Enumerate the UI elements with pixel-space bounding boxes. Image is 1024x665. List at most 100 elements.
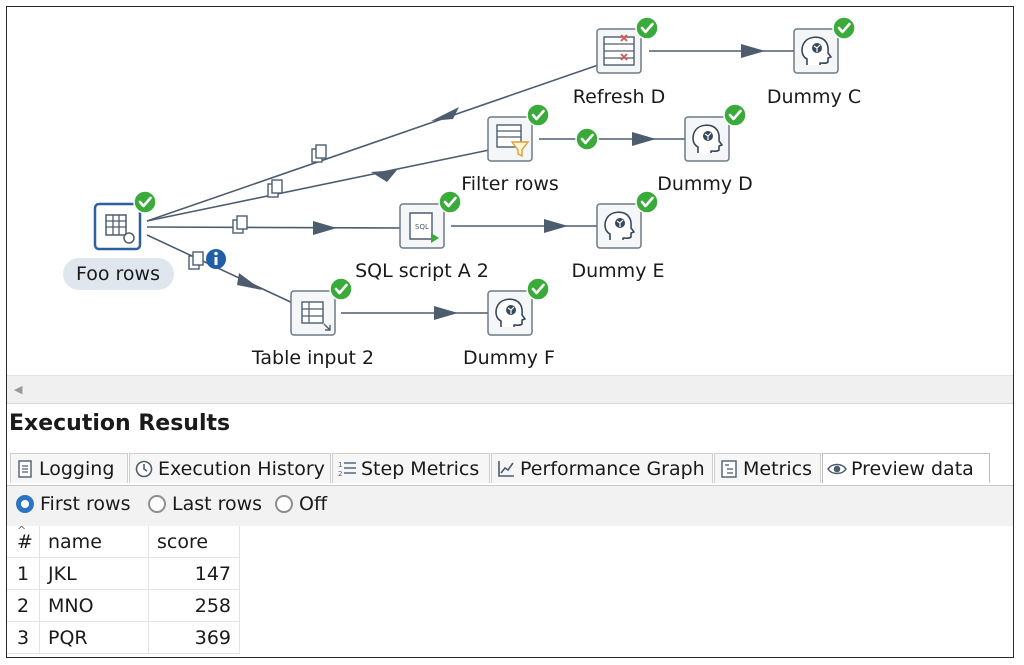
success-check-icon [525,102,551,128]
step-foo-rows[interactable]: Foo rows [63,189,174,290]
radio-label: Off [299,493,328,515]
table-input-icon [301,301,331,331]
step-label: Dummy F [463,347,555,369]
step-label: Refresh D [573,86,665,108]
cell-score[interactable]: 258 [148,589,240,622]
step-dummy-e[interactable]: Dummy E [572,189,665,282]
copy-rows-icon [232,215,248,234]
delete-rows-icon [603,34,635,66]
hop-foo-filter[interactable] [146,148,495,222]
success-check-icon [132,189,158,215]
column-header-score[interactable]: score [148,526,240,558]
transformation-canvas[interactable]: Foo rows Refresh D [7,7,1013,375]
step-label: Table input 2 [251,347,374,369]
tab-step-metrics[interactable]: 1 2 Step Metrics [332,453,490,483]
step-dummy-c[interactable]: Dummy C [767,15,861,108]
step-filter-rows[interactable]: Filter rows [461,102,559,195]
svg-text:SQL: SQL [415,223,429,231]
row-number: 1 [7,557,40,590]
step-label: Dummy C [767,86,861,108]
tab-label: Logging [39,457,115,480]
hop-arrow [434,306,458,320]
tab-execution-history[interactable]: Execution History [129,453,331,483]
panel-divider[interactable] [7,403,1013,404]
tab-performance-graph[interactable]: Performance Graph [491,453,713,483]
step-label: Filter rows [461,173,559,195]
success-check-icon [831,15,857,41]
radio-dot[interactable] [275,495,293,513]
selected-label-bg [63,258,174,290]
list-icon: 1 2 [338,461,356,478]
column-header-name[interactable]: name [39,526,149,558]
table-gear-icon [105,214,135,244]
hop-arrow [632,132,656,146]
svg-text:2: 2 [338,470,342,478]
hop-arrow [371,170,397,182]
radio-first-rows[interactable]: First rows [16,493,130,515]
transformation-window: Foo rows Refresh D [6,6,1014,658]
graph-icon [498,460,514,477]
hop-arrow [741,44,765,58]
tab-label: Performance Graph [520,457,705,480]
cell-score[interactable]: 147 [148,557,240,590]
filter-icon [496,124,530,158]
hops [146,44,800,320]
hop-arrow [237,273,262,290]
horizontal-scrollbar[interactable]: ◀ [7,375,1013,404]
tab-logging[interactable]: Logging [10,453,128,483]
sql-script-icon: SQL [409,212,439,243]
copy-rows-icon [267,179,283,198]
header-label: # [17,530,33,553]
radio-last-rows[interactable]: Last rows [148,493,262,515]
step-label: Dummy E [572,260,665,282]
tab-label: Execution History [158,457,325,480]
preview-data-table: ^ # name score 1 JKL 147 2 MNO 258 [7,524,1013,657]
cell-name[interactable]: PQR [39,621,149,654]
radio-dot[interactable] [16,495,34,513]
step-table-input[interactable]: Table input 2 [251,276,374,369]
table-row[interactable]: 3 PQR 369 [7,621,240,654]
success-check-icon [437,189,463,215]
preview-mode-bar: First rows Last rows Off [7,486,1013,526]
cell-name[interactable]: MNO [39,589,149,622]
history-icon [135,460,153,477]
info-icon[interactable] [206,249,226,269]
eye-icon [827,463,847,474]
step-sql-script[interactable]: SQL SQL script A 2 [355,189,489,282]
table-header-row: ^ # name score [7,524,240,558]
tab-preview-data[interactable]: Preview data [822,453,990,483]
step-dummy-f[interactable]: Dummy F [463,276,555,369]
step-label: Dummy D [657,173,753,195]
tab-label: Preview data [851,457,974,480]
log-icon [18,459,32,478]
radio-label: First rows [40,493,131,515]
step-refresh-d[interactable]: Refresh D [573,15,665,108]
success-check-icon [634,189,660,215]
scroll-left-arrow-icon[interactable]: ◀ [14,383,23,396]
hop-foo-refresh[interactable] [146,62,605,222]
canvas-svg: Foo rows Refresh D [63,15,861,369]
tab-metrics[interactable]: Metrics [714,453,821,483]
cell-name[interactable]: JKL [39,557,149,590]
copy-rows-icon [188,251,204,270]
hop-arrow [544,219,568,233]
hop-foo-tableinput[interactable] [146,234,298,306]
table-row[interactable]: 1 JKL 147 [7,557,240,590]
step-label: Foo rows [76,263,160,285]
radio-off[interactable]: Off [275,493,327,515]
table-row[interactable]: 2 MNO 258 [7,589,240,622]
results-tab-bar: Logging Execution History 1 2 Step Metri… [7,451,1013,486]
column-header-rownum[interactable]: ^ # [7,524,40,558]
execution-results-title: Execution Results [9,411,231,436]
row-number: 2 [7,589,40,622]
cell-score[interactable]: 369 [148,621,240,654]
hop-arrow [313,221,337,235]
hop-arrow [431,107,459,121]
hop-foo-sql[interactable] [146,226,406,229]
success-check-icon [328,276,354,302]
radio-dot[interactable] [148,495,166,513]
step-label: SQL script A 2 [355,260,489,282]
step-dummy-d[interactable]: Dummy D [657,102,753,195]
svg-text:1: 1 [338,461,342,469]
row-number: 3 [7,621,40,654]
